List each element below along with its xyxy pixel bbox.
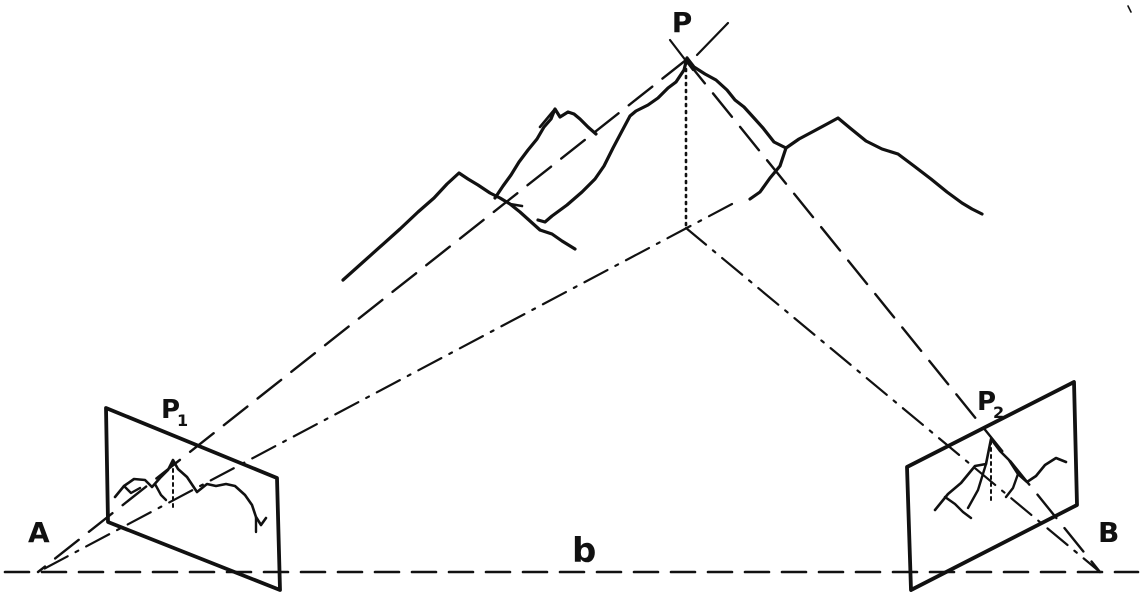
ray-p-to-a [36,58,688,574]
label-p2: P 2 [977,387,1004,422]
mountain-outline [341,56,984,282]
ray-p-to-b [684,58,1102,574]
ray-ground-to-b [684,226,1102,574]
svg-text:P: P [161,395,180,425]
photo-p2 [905,380,1079,592]
svg-text:P: P [977,387,996,417]
svg-text:1: 1 [177,411,188,430]
label-p1: P 1 [161,395,188,430]
ray-ground-to-a [36,202,734,574]
label-station-a: A [28,516,50,549]
svg-text:2: 2 [993,403,1004,422]
label-baseline: b [572,531,596,571]
label-station-b: B [1098,516,1119,549]
label-summit: P [672,6,693,39]
corner-mark [1127,5,1132,13]
photo-p1 [104,406,282,592]
